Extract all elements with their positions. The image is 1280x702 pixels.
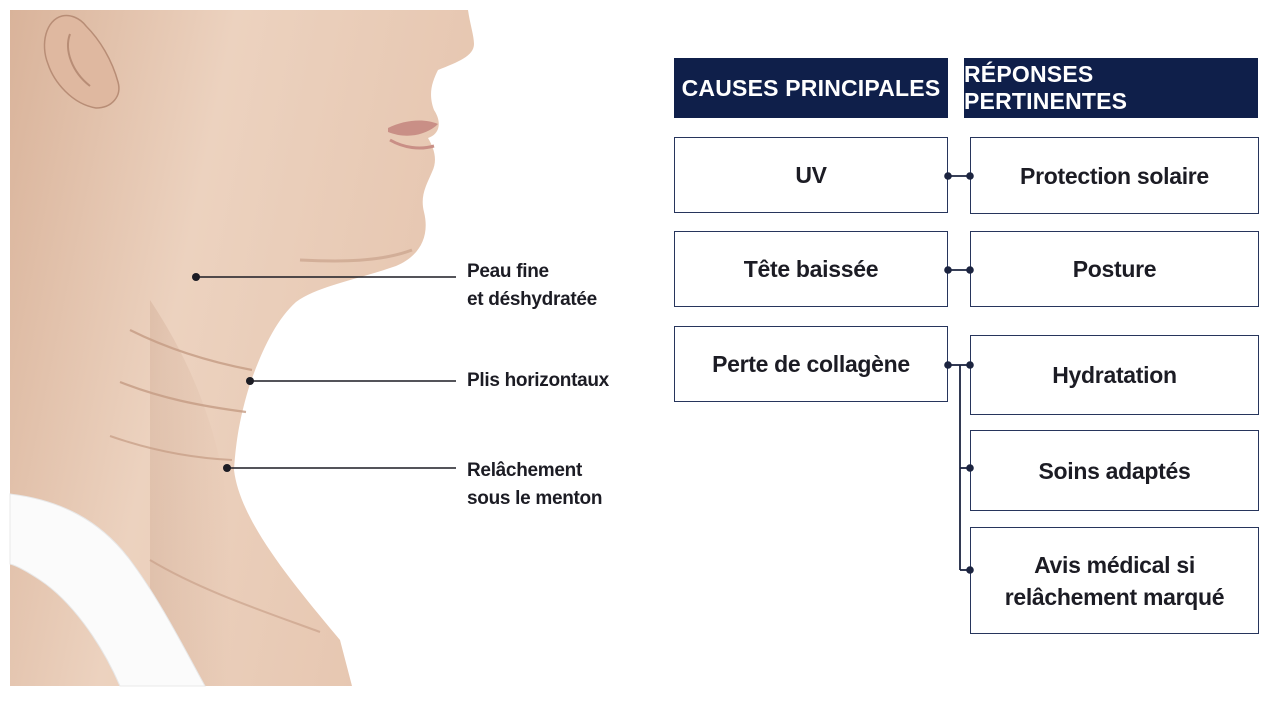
neck-wrinkle [129, 329, 253, 372]
neck-wrinkle [109, 435, 233, 461]
cause-box-collagen-loss: Perte de collagène [674, 326, 948, 402]
annotation-dot [192, 273, 200, 281]
response-box-medical-advice: Avis médical si relâchement marqué [970, 527, 1259, 634]
lips-shape [388, 120, 438, 136]
response-label: Posture [1072, 256, 1157, 282]
annotation-horizontal-folds: Plis horizontaux [467, 367, 609, 395]
response-box-posture: Posture [970, 231, 1259, 307]
neck-wrinkle [119, 380, 247, 414]
cause-box-uv: UV [674, 137, 948, 213]
neck-profile-illustration [9, 10, 474, 687]
response-label: Protection solaire [1020, 162, 1209, 189]
response-box-sun-protection: Protection solaire [970, 137, 1259, 214]
cause-label: Perte de collagène [712, 351, 910, 377]
annotation-line: Peau fine [467, 261, 549, 282]
header-causes: CAUSES PRINCIPALES [674, 58, 948, 118]
response-box-hydration: Hydratation [970, 335, 1259, 415]
response-label: Soins adaptés [1038, 457, 1191, 484]
annotation-dot [246, 377, 254, 385]
response-box-adapted-care: Soins adaptés [970, 430, 1259, 511]
annotation-line: et déshydratée [467, 289, 597, 310]
cause-box-head-down: Tête baissée [674, 231, 948, 307]
response-label: Avis médical si [1034, 551, 1195, 578]
response-label: relâchement marqué [1004, 583, 1225, 610]
ear-shape [43, 14, 120, 109]
cause-label: Tête baissée [743, 256, 879, 282]
skin-silhouette [10, 10, 474, 686]
annotation-dot [223, 464, 231, 472]
cause-label: UV [795, 162, 827, 188]
annotation-chin-sagging: Relâchement sous le menton [467, 457, 602, 513]
annotation-line: sous le menton [467, 488, 603, 509]
annotation-line: Relâchement [467, 460, 582, 481]
annotation-line: Plis horizontaux [467, 370, 609, 391]
response-label: Hydratation [1052, 362, 1177, 388]
header-responses: RÉPONSES PERTINENTES [964, 58, 1258, 118]
annotation-thin-skin: Peau fine et déshydratée [467, 258, 597, 314]
tank-top-strap [9, 493, 206, 687]
